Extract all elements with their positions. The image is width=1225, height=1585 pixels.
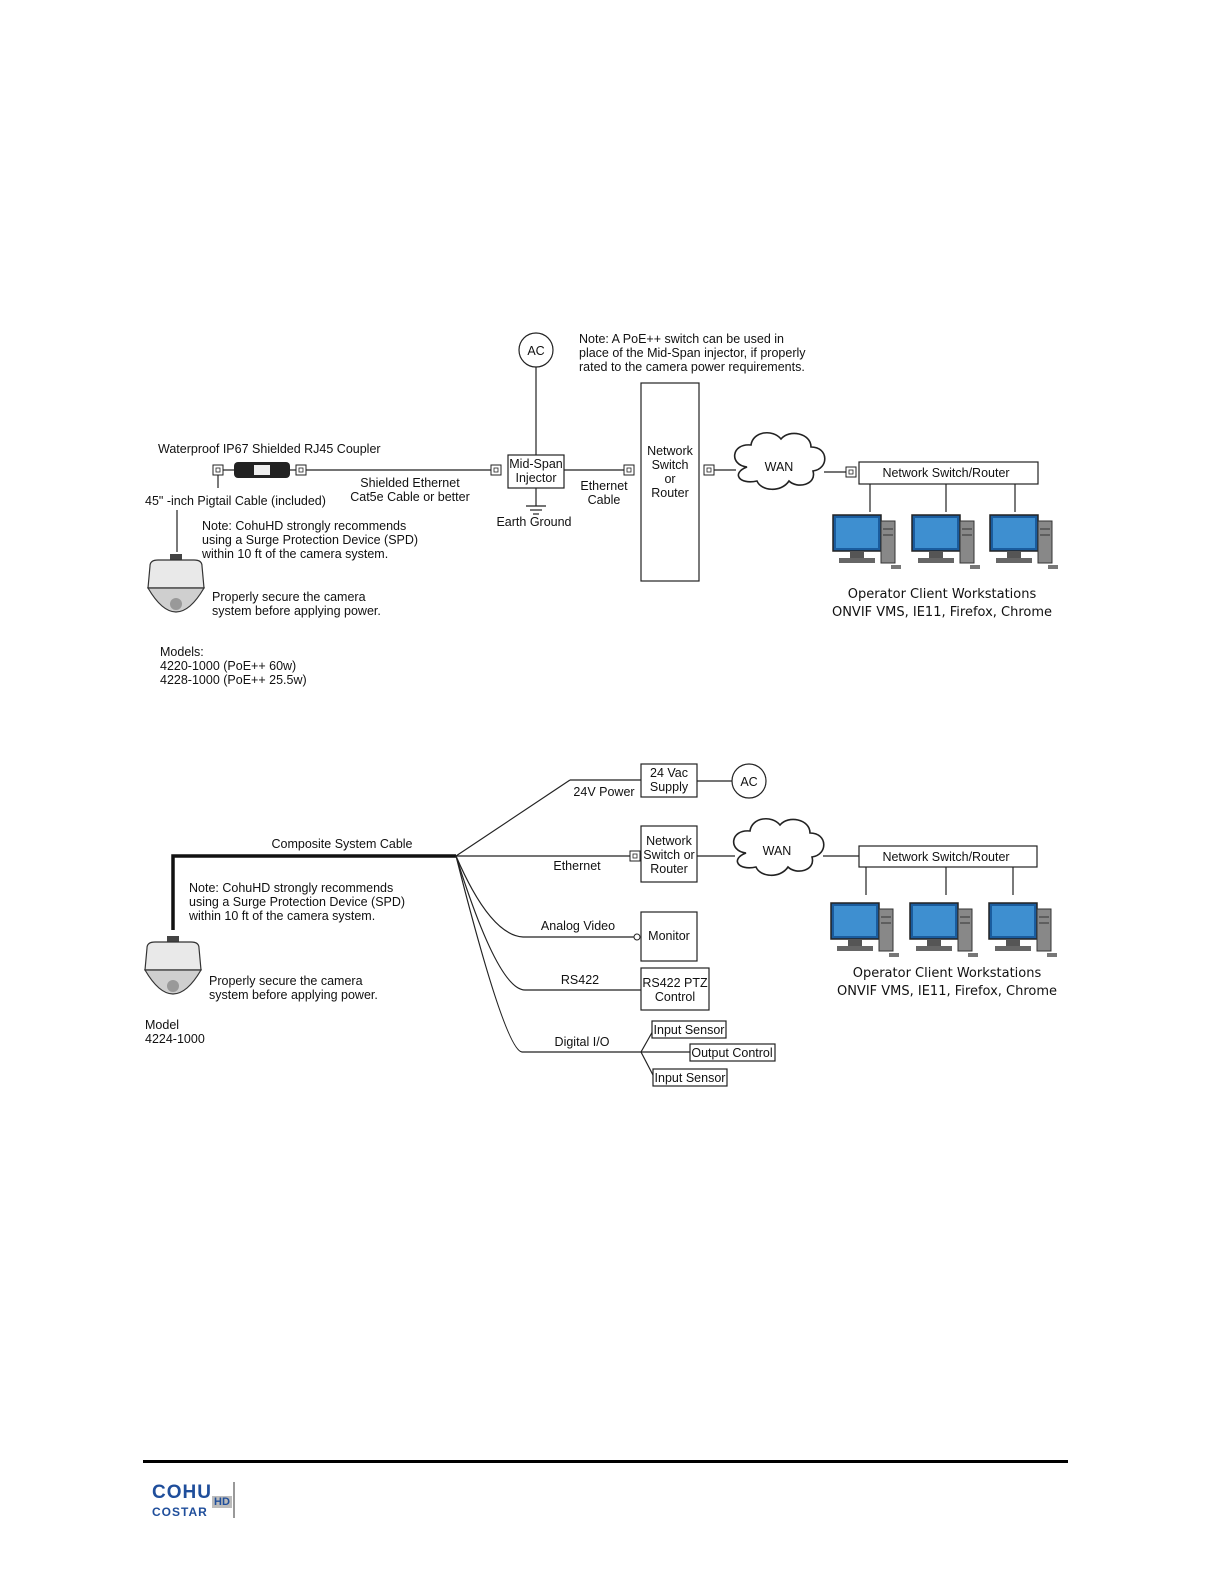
composite-label: Composite System Cable	[271, 837, 412, 851]
dio-label: Digital I/O	[555, 1035, 610, 1049]
rs422-ptz-box	[640, 967, 710, 1011]
shielded-label-line1: Shielded Ethernet	[360, 476, 460, 490]
workstation-icon	[911, 514, 981, 570]
output-control	[689, 1043, 776, 1062]
power-label: 24V Power	[573, 785, 634, 799]
shielded-label-line2: Cat5e Cable or better	[350, 490, 470, 504]
rj45-jack-icon	[703, 464, 715, 476]
workstation-icon	[909, 902, 979, 958]
network-switch-router-bar-2	[858, 845, 1038, 868]
logo-costar: COSTAR	[152, 1505, 208, 1519]
ethernet-label: Ethernet	[553, 859, 601, 873]
workstations-title: Operator Client Workstations	[848, 587, 1037, 602]
spd2-line2: using a Surge Protection Device (SPD)	[189, 895, 405, 909]
model-4224: 4224-1000	[145, 1032, 205, 1046]
midspan-injector	[507, 454, 565, 489]
logo-cohu: COHU	[152, 1482, 212, 1503]
ptz-line2: Control	[655, 990, 695, 1004]
input2-label: Input Sensor	[655, 1071, 726, 1085]
input1-label: Input Sensor	[654, 1023, 725, 1037]
workstation-icon	[830, 902, 900, 958]
poe-note-line2: place of the Mid-Span injector, if prope…	[579, 346, 806, 360]
model-4228: 4228-1000 (PoE++ 25.5w)	[160, 673, 307, 687]
spd-note-line1: Note: CohuHD strongly recommends	[202, 519, 406, 533]
secure2-line2: system before applying power.	[209, 988, 378, 1002]
coupler-label: Waterproof IP67 Shielded RJ45 Coupler	[158, 442, 381, 456]
net-router-label: Network Switch/Router	[882, 466, 1009, 480]
model-4220: 4220-1000 (PoE++ 60w)	[160, 659, 296, 673]
rs422-label: RS422	[561, 973, 599, 987]
earth-ground-label: Earth Ground	[496, 515, 571, 529]
earth-ground-icon	[526, 505, 546, 515]
input-sensor-1	[651, 1020, 727, 1039]
workstations-subtitle: ONVIF VMS, IE11, Firefox, Chrome	[832, 605, 1052, 620]
network-switch-router-bar	[858, 461, 1039, 485]
wan-label: WAN	[765, 460, 794, 474]
switch2-line1: Network	[646, 834, 693, 848]
network-switch-router-2	[640, 825, 698, 883]
pigtail-label: 45" -inch Pigtail Cable (included)	[145, 494, 326, 508]
switch2-line3: Router	[650, 862, 688, 876]
switch2-line2: Switch or	[643, 848, 694, 862]
poe-note-line1: Note: A PoE++ switch can be used in	[579, 332, 784, 346]
ac-label: AC	[527, 344, 544, 358]
rj45-jack-icon	[629, 850, 641, 862]
logo-divider	[233, 1482, 235, 1518]
cohu-costar-logo: COHU HD COSTAR	[152, 1482, 242, 1519]
ptz-camera-icon	[147, 553, 205, 613]
midspan-label-line2: Injector	[516, 471, 557, 485]
spd-note-line3: within 10 ft of the camera system.	[201, 547, 388, 561]
ethernet-cable-label-line2: Cable	[588, 493, 621, 507]
workstation-icon	[832, 514, 902, 570]
analog-label: Analog Video	[541, 919, 615, 933]
ethernet-cable-label-line1: Ethernet	[580, 479, 628, 493]
workstation-icon	[988, 902, 1058, 958]
workstations2-subtitle: ONVIF VMS, IE11, Firefox, Chrome	[837, 984, 1057, 999]
switch-label-line1: Network	[647, 444, 694, 458]
ac2-label: AC	[740, 775, 757, 789]
composite-diagram: Composite System Cable 24V Power 24 Vac …	[144, 763, 1058, 1087]
footer-rule	[143, 1460, 1068, 1463]
switch-label-line2: Switch	[652, 458, 689, 472]
net-router2-label: Network Switch/Router	[882, 850, 1009, 864]
poe-diagram: AC Note: A PoE++ switch can be used in p…	[145, 332, 1059, 687]
switch-label-line4: Router	[651, 486, 689, 500]
monitor-box	[640, 911, 698, 962]
rj45-jack-icon	[212, 464, 224, 476]
composite-system-cable	[171, 854, 456, 930]
ptz-camera-icon	[144, 935, 202, 995]
spd-note-line2: using a Surge Protection Device (SPD)	[202, 533, 418, 547]
supply-line1: 24 Vac	[650, 766, 688, 780]
model2-heading: Model	[145, 1018, 179, 1032]
workstations2-title: Operator Client Workstations	[853, 966, 1042, 981]
input-sensor-2	[652, 1068, 728, 1087]
spd2-line1: Note: CohuHD strongly recommends	[189, 881, 393, 895]
monitor-label: Monitor	[648, 929, 690, 943]
network-switch-router	[640, 382, 700, 582]
workstation-icon	[989, 514, 1059, 570]
coupler-icon	[234, 462, 290, 478]
secure2-line1: Properly secure the camera	[209, 974, 363, 988]
output-label: Output Control	[691, 1046, 772, 1060]
rj45-jack-icon	[623, 464, 635, 476]
midspan-label-line1: Mid-Span	[509, 457, 563, 471]
ac-source-icon	[731, 763, 767, 799]
switch-label-line3: or	[664, 472, 675, 486]
models-heading: Models:	[160, 645, 204, 659]
logo-hd: HD	[212, 1496, 232, 1508]
rj45-jack-icon	[295, 464, 307, 476]
spd2-line3: within 10 ft of the camera system.	[188, 909, 375, 923]
secure-line1: Properly secure the camera	[212, 590, 366, 604]
wan2-label: WAN	[763, 844, 792, 858]
ptz-line1: RS422 PTZ	[642, 976, 708, 990]
secure-line2: system before applying power.	[212, 604, 381, 618]
rj45-jack-icon	[490, 464, 502, 476]
rj45-jack-icon	[845, 466, 857, 478]
poe-note-line3: rated to the camera power requirements.	[579, 360, 805, 374]
supply-line2: Supply	[650, 780, 689, 794]
